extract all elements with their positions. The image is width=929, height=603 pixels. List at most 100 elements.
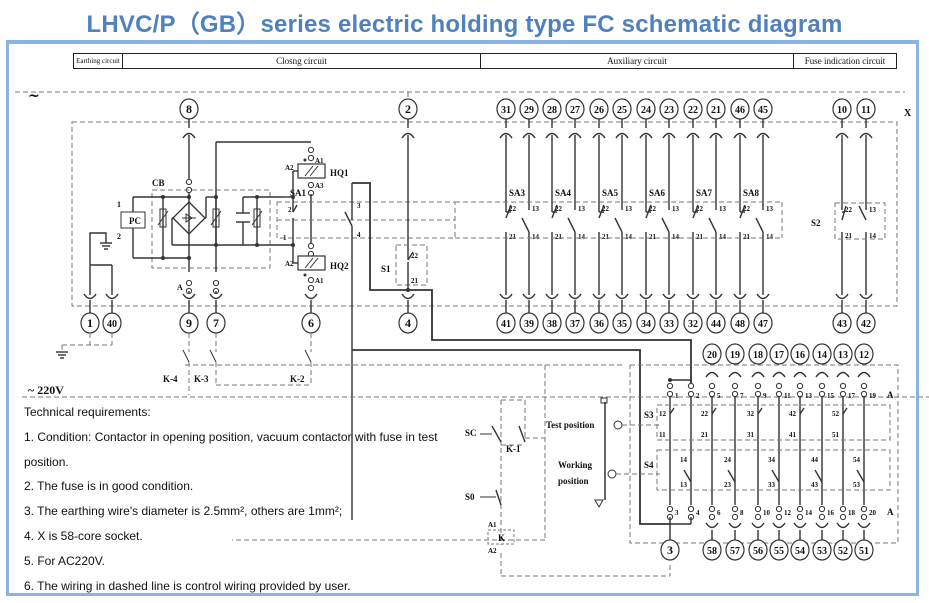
pin-icon <box>839 513 847 521</box>
pin-icon <box>307 284 315 292</box>
s2-box <box>834 202 886 240</box>
contact-number: 14 <box>869 232 877 240</box>
terminal-18 <box>748 343 768 365</box>
contact-number: 14 <box>766 233 774 241</box>
pin-number: 1 <box>675 392 679 400</box>
pin-icon <box>860 382 868 390</box>
contact-number: 51 <box>832 431 840 439</box>
pin-icon <box>754 513 762 521</box>
socket-icon <box>182 293 196 300</box>
contact-number: 22 <box>509 205 517 213</box>
terminal-number: 44 <box>711 319 721 330</box>
terminal-number: 18 <box>753 350 763 361</box>
terminal-34 <box>636 312 656 334</box>
terminal-14 <box>812 343 832 365</box>
terminal-number: 27 <box>570 105 580 116</box>
socket-icon <box>209 293 223 300</box>
contact-number: 21 <box>845 232 853 240</box>
pin-number: 8 <box>740 509 744 517</box>
pin-icon <box>687 505 695 513</box>
terminal-44 <box>706 312 726 334</box>
sc-button-label: SC <box>465 428 477 438</box>
terminal-57 <box>725 539 745 561</box>
terminal-37 <box>565 312 585 334</box>
s4-no-contact <box>814 469 823 483</box>
hq1-label: HQ1 <box>330 168 349 178</box>
socket-icon <box>705 522 719 529</box>
pin-icon <box>307 181 315 189</box>
contact-number: 21 <box>649 233 657 241</box>
terminal-number: 1 <box>87 316 93 330</box>
terminal-51 <box>854 539 874 561</box>
contact-number: 13 <box>672 205 680 213</box>
coil-slash <box>309 257 319 269</box>
hq2-coil <box>297 255 326 271</box>
terminal-number: 2 <box>405 102 411 116</box>
test-position-label: Test position <box>546 420 594 430</box>
contact-number: 22 <box>602 205 610 213</box>
socket-icon <box>592 293 606 300</box>
terminal-47 <box>753 312 773 334</box>
nc-contact <box>739 204 746 219</box>
ground-icon <box>594 499 604 509</box>
terminal-33 <box>659 312 679 334</box>
contact-number: 41 <box>789 431 797 439</box>
pin-label: 1 <box>283 234 287 242</box>
aux-switch-label: SA7 <box>696 188 713 198</box>
socket-icon <box>728 522 742 529</box>
no-contact <box>521 217 530 233</box>
terminal-number: 39 <box>524 319 534 330</box>
socket-icon <box>592 132 606 139</box>
contact-number: 12 <box>659 410 667 418</box>
contact-number: 14 <box>672 233 680 241</box>
switch-contact <box>344 211 353 227</box>
terminal-4 <box>398 312 418 334</box>
nc-contact <box>692 204 699 219</box>
pin-number: 17 <box>848 392 856 400</box>
pin-icon <box>708 513 716 521</box>
contact-number: 44 <box>811 456 819 464</box>
contact-number: 43 <box>811 481 819 489</box>
socket-icon <box>639 132 653 139</box>
earth-wire <box>89 232 107 295</box>
varistor-icon <box>159 208 167 228</box>
pin-icon <box>775 513 783 521</box>
terminal-53 <box>812 539 832 561</box>
contact-number: 22 <box>845 206 853 214</box>
pin-number: 18 <box>848 509 856 517</box>
junction-dot <box>406 288 410 292</box>
pin-icon <box>754 505 762 513</box>
terminal-number: 23 <box>664 105 674 116</box>
hq2-label: HQ2 <box>330 261 349 271</box>
socket-icon <box>733 132 747 139</box>
k4-label: K-4 <box>163 374 178 384</box>
s3-nc-contact <box>757 407 763 415</box>
rail-top <box>600 397 608 404</box>
pin-label: 2 <box>288 206 292 214</box>
terminal-number: 26 <box>594 105 604 116</box>
pin-number: 14 <box>805 509 813 517</box>
s4-no-contact <box>727 469 736 483</box>
pin-icon <box>754 382 762 390</box>
socket-icon <box>756 293 770 300</box>
terminal-number: 20 <box>707 350 717 361</box>
pin-icon <box>818 382 826 390</box>
pin-icon <box>731 382 739 390</box>
pin-icon <box>796 513 804 521</box>
terminal-number: 53 <box>817 546 827 557</box>
pc-pin: 2 <box>117 232 121 241</box>
pin-icon <box>818 513 826 521</box>
terminal-number: 9 <box>186 316 192 330</box>
pin-label: A1 <box>315 277 324 285</box>
no-contact <box>755 217 764 233</box>
s2-label: S2 <box>811 218 821 228</box>
terminal-41 <box>496 312 516 334</box>
terminal-number: 37 <box>570 319 580 330</box>
terminal-number: 42 <box>861 319 871 330</box>
page-title: LHVC/P（GB）series electric holding type F… <box>86 11 843 38</box>
terminal-56 <box>748 539 768 561</box>
pin-label: A1 <box>315 157 324 165</box>
pin-icon <box>666 390 674 398</box>
terminal-number: 40 <box>107 319 117 330</box>
working-position-cam <box>607 469 617 479</box>
